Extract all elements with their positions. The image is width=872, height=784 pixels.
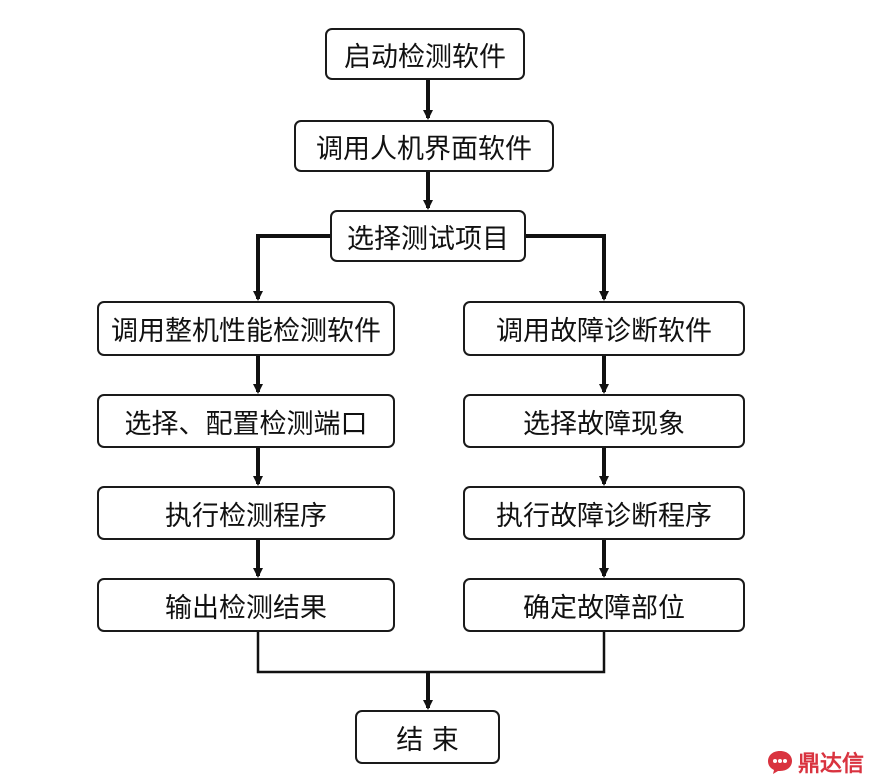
arrow-select-to-left — [253, 234, 330, 301]
speech-bubble-logo-icon — [766, 749, 794, 775]
step-start-software: 启动检测软件 — [325, 28, 525, 80]
step-call-hmi-software: 调用人机界面软件 — [294, 120, 554, 172]
arrow-select-to-right — [526, 234, 609, 301]
left-step-1: 调用整机性能检测软件 — [97, 301, 395, 356]
right-step-2: 选择故障现象 — [463, 394, 745, 448]
watermark-text: 鼎达信 — [797, 752, 864, 777]
left-step-4: 输出检测结果 — [97, 578, 395, 632]
right-step-3: 执行故障诊断程序 — [463, 486, 745, 540]
right-step-4: 确定故障部位 — [463, 578, 745, 632]
merge-line — [256, 630, 606, 674]
step-end: 结 束 — [355, 710, 500, 764]
right-step-1: 调用故障诊断软件 — [463, 301, 745, 356]
left-step-3: 执行检测程序 — [97, 486, 395, 540]
step-select-test-item: 选择测试项目 — [330, 210, 526, 262]
left-step-2: 选择、配置检测端口 — [97, 394, 395, 448]
watermark: 鼎达信 — [766, 746, 864, 778]
